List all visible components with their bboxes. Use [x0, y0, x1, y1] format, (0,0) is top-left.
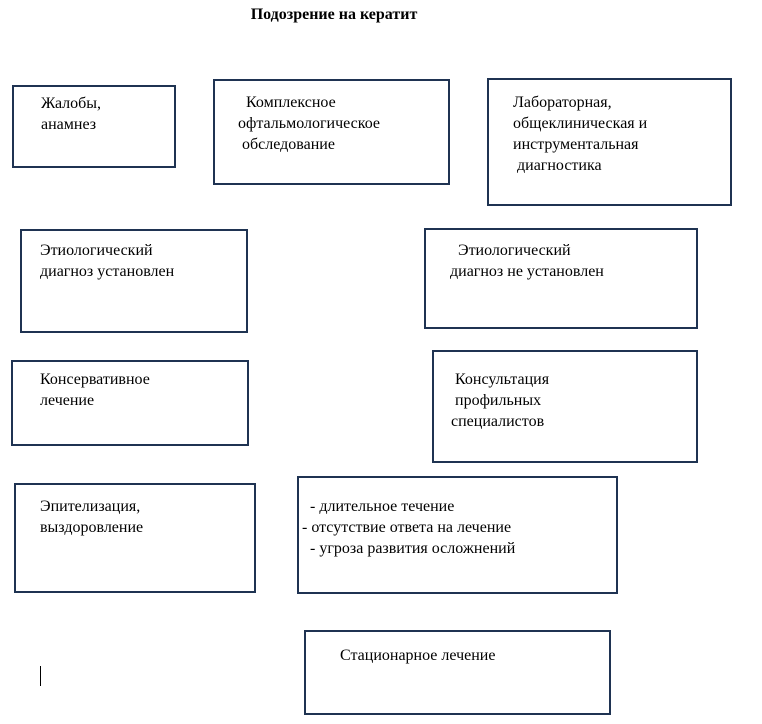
box-inpatient-treatment: Стационарное лечение — [304, 630, 611, 715]
text-cursor — [40, 666, 41, 686]
box-hospitalization-criteria-text: - длительное течение - отсутствие ответа… — [302, 498, 516, 557]
box-lab-diagnostics: Лабораторная, общеклиническая и инструме… — [487, 78, 732, 206]
box-specialist-consultation-text: Консультация профильных специалистов — [451, 371, 550, 430]
box-epithelization-text: Эпителизация, выздоровление — [40, 498, 144, 536]
box-conservative-treatment-text: Консервативное лечение — [40, 371, 150, 409]
box-etiology-not-established-text: Этиологический диагноз не установлен — [450, 242, 604, 280]
box-complaints: Жалобы, анамнез — [12, 85, 176, 168]
box-lab-diagnostics-text: Лабораторная, общеклиническая и инструме… — [513, 94, 648, 174]
diagram-title: Подозрение на кератит — [250, 6, 418, 23]
box-etiology-not-established: Этиологический диагноз не установлен — [424, 228, 698, 329]
box-ophthalmologic-exam: Комплексное офтальмологическое обследова… — [213, 79, 450, 185]
box-ophthalmologic-exam-text: Комплексное офтальмологическое обследова… — [238, 94, 381, 153]
box-inpatient-treatment-text: Стационарное лечение — [340, 647, 496, 664]
box-etiology-established-text: Этиологический диагноз установлен — [40, 242, 175, 280]
box-etiology-established: Этиологический диагноз установлен — [20, 229, 248, 333]
box-hospitalization-criteria: - длительное течение - отсутствие ответа… — [297, 476, 618, 594]
box-epithelization: Эпителизация, выздоровление — [14, 483, 256, 593]
box-complaints-text: Жалобы, анамнез — [41, 95, 102, 133]
box-conservative-treatment: Консервативное лечение — [11, 360, 249, 446]
box-specialist-consultation: Консультация профильных специалистов — [432, 350, 698, 463]
